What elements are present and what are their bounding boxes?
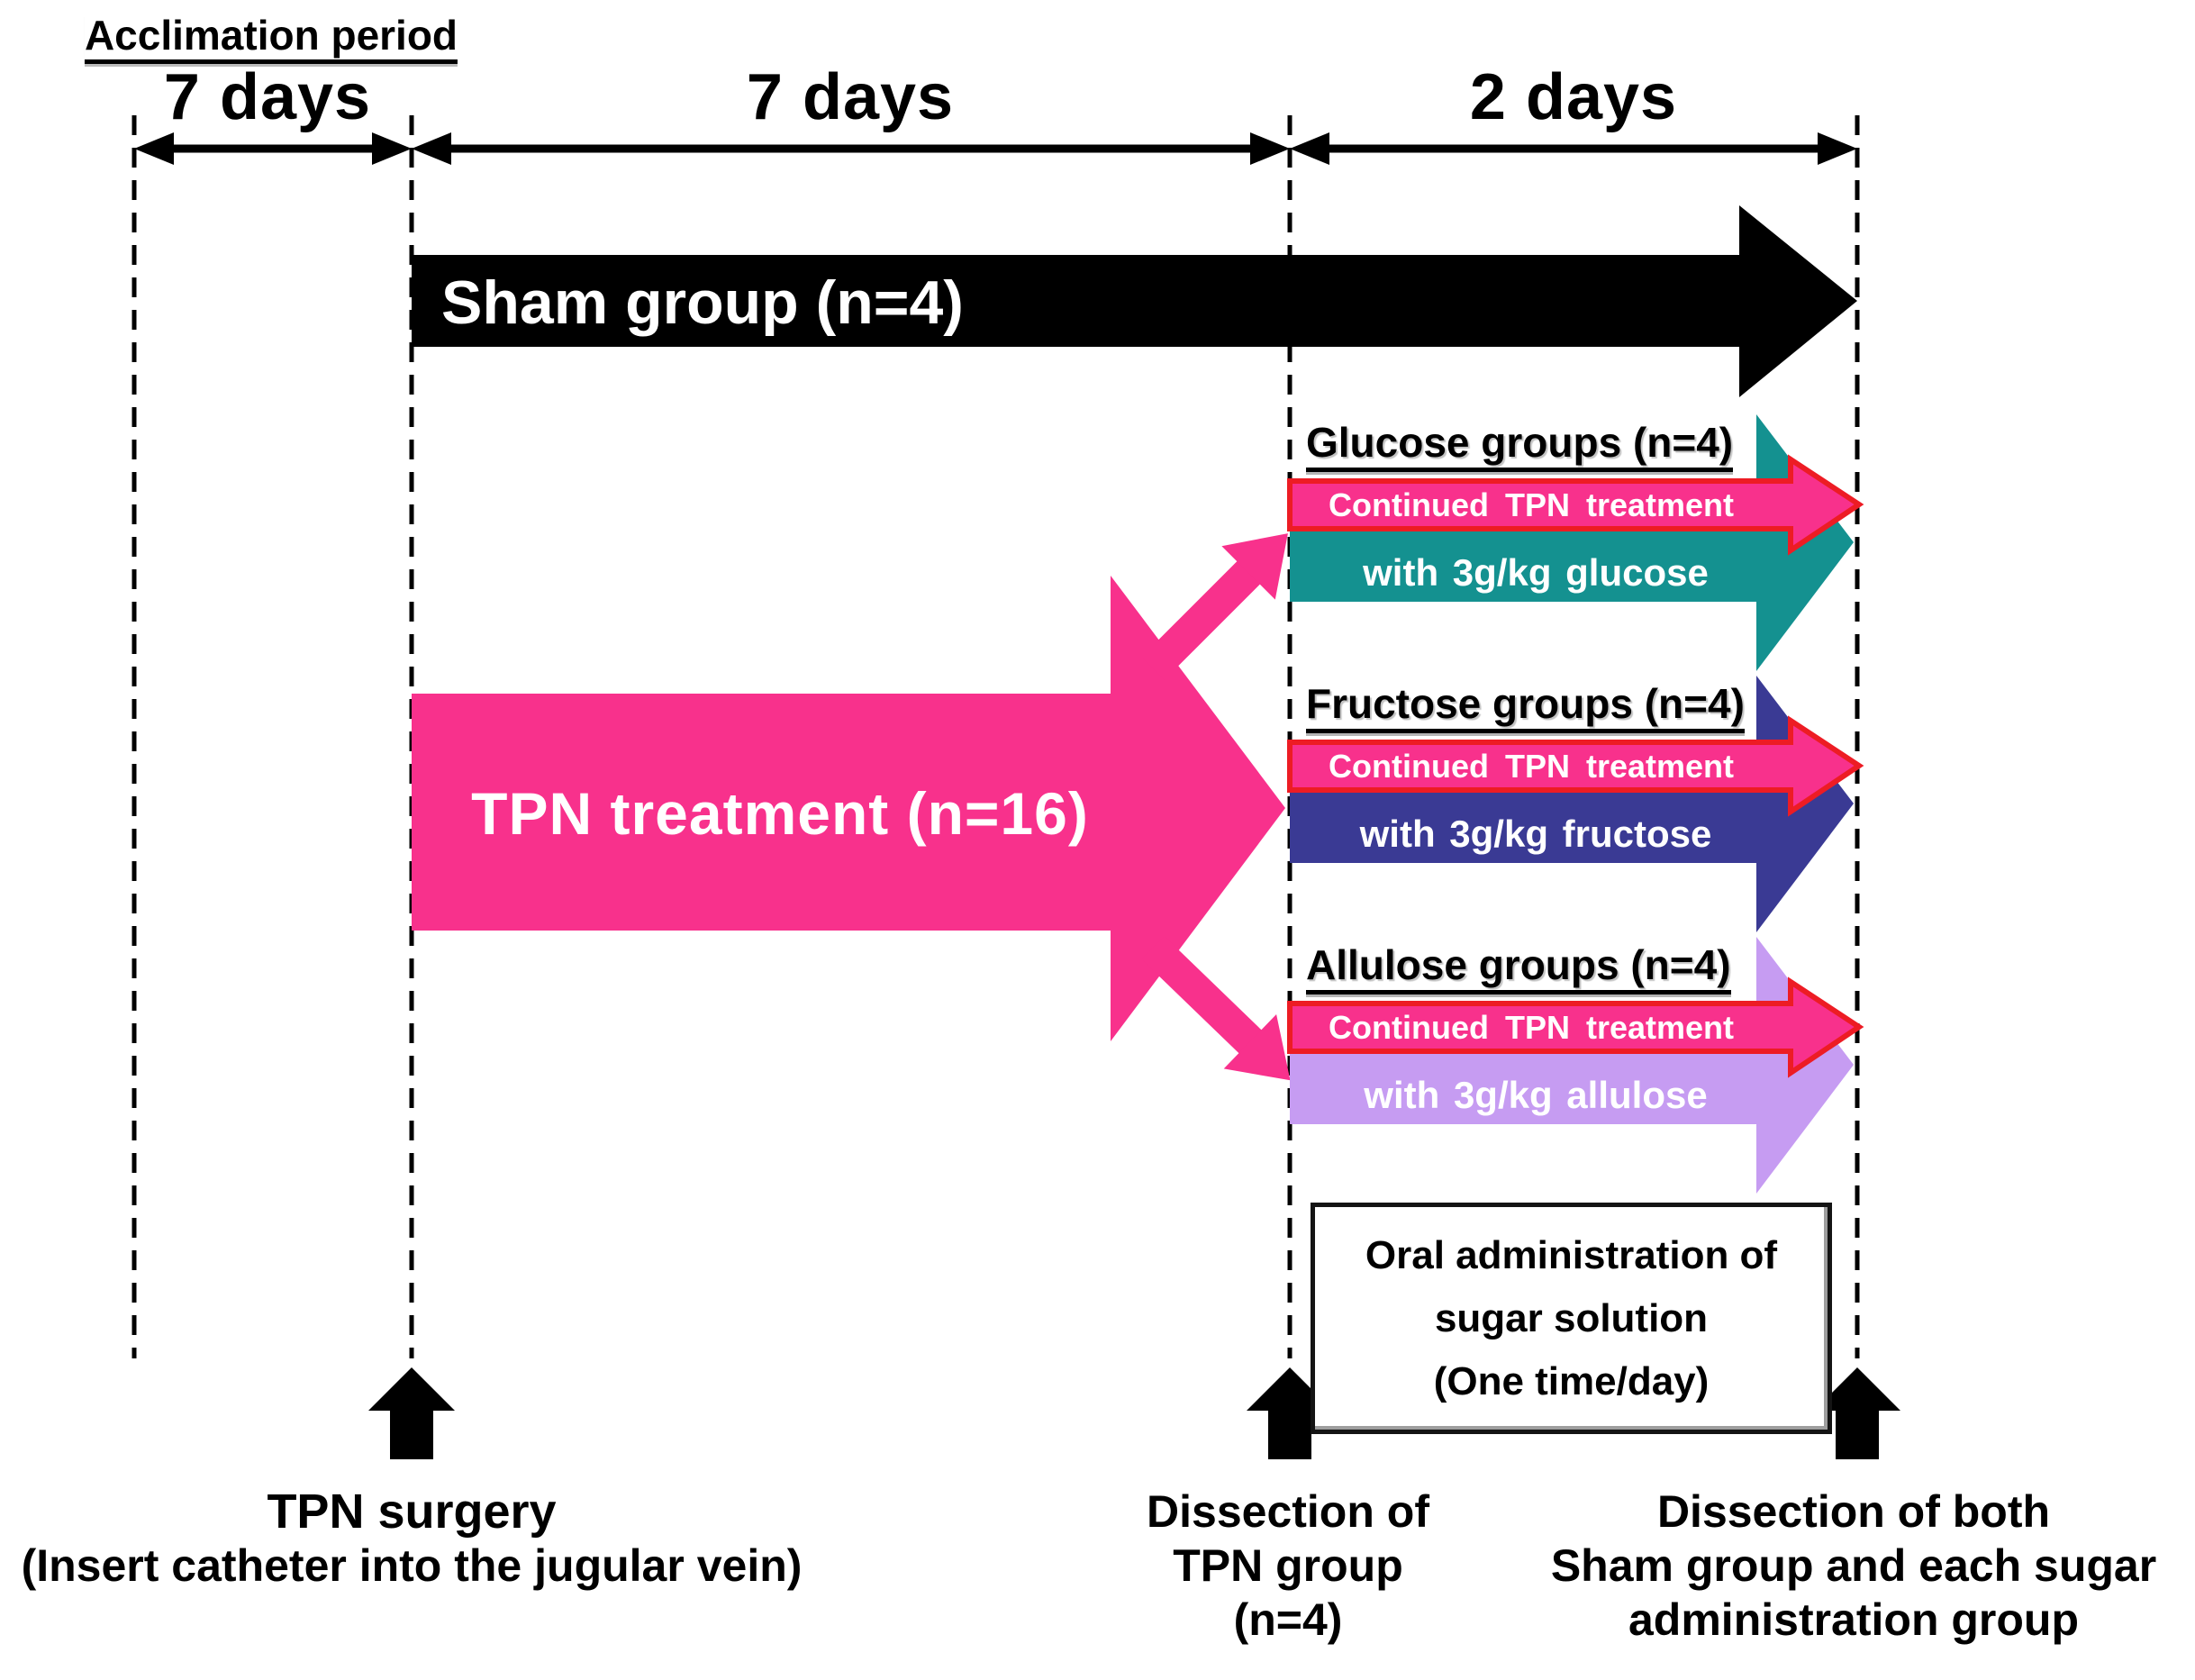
glucose-continued-tpn-label: Continued TPN treatment: [1328, 486, 1735, 523]
tpn-treatment-label: TPN treatment (n=16): [471, 780, 1089, 847]
oral-box-line2: sugar solution: [1434, 1295, 1709, 1340]
up-arrow-dissection-final: [1814, 1367, 1900, 1459]
up-arrow-tpn-surgery: [368, 1367, 455, 1459]
dissection-final-line3: administration group: [1628, 1594, 2079, 1645]
period-2-label: 7 days: [746, 61, 955, 133]
fructose-group-heading: Fructose groups (n=4): [1306, 683, 1745, 733]
glucose-with-label: with 3g/kg glucose: [1363, 551, 1709, 594]
dissection-tpn-line1: Dissection of: [1147, 1486, 1429, 1537]
event-tpn-surgery: TPN surgery (Insert catheter into the ju…: [22, 1485, 803, 1593]
oral-administration-box: Oral administration of sugar solution (O…: [1311, 1203, 1832, 1434]
dissection-tpn-line3: (n=4): [1233, 1594, 1343, 1645]
fructose-with-label: with 3g/kg fructose: [1359, 813, 1712, 855]
period-1-label: 7 days: [163, 61, 372, 133]
event-dissection-final: Dissection of both Sham group and each s…: [1551, 1485, 2156, 1647]
dissection-final-line2: Sham group and each sugar: [1550, 1540, 2157, 1591]
allulose-with-label: with 3g/kg allulose: [1364, 1074, 1708, 1116]
period-3-label: 2 days: [1469, 61, 1678, 133]
sham-group-arrow: [412, 205, 1857, 397]
branch-arrow-up: [1141, 533, 1288, 680]
oral-box-line3: (One time/day): [1433, 1358, 1710, 1403]
event-dissection-tpn: Dissection of TPN group (n=4): [1147, 1485, 1429, 1647]
tpn-surgery-subtitle: (Insert catheter into the jugular vein): [21, 1540, 803, 1591]
sham-group-label: Sham group (n=4): [441, 268, 964, 337]
allulose-arrow: [1290, 937, 1854, 1194]
tpn-surgery-title: TPN surgery: [267, 1485, 557, 1539]
dissection-final-line1: Dissection of both: [1656, 1486, 2051, 1537]
glucose-group-heading: Glucose groups (n=4): [1306, 422, 1734, 472]
continued-tpn-arrow-glucose: [1287, 454, 1864, 556]
event-up-arrows: [368, 1367, 1900, 1459]
continued-tpn-arrow-allulose: [1287, 976, 1864, 1078]
dissection-tpn-line2: TPN group: [1173, 1540, 1403, 1591]
oral-box-line1: Oral administration of: [1365, 1232, 1778, 1277]
continued-tpn-arrow-fructose: [1287, 715, 1864, 817]
allulose-group-heading: Allulose groups (n=4): [1306, 944, 1731, 994]
acclimation-period-label: Acclimation period: [84, 14, 458, 64]
branch-arrow-down: [1141, 936, 1291, 1081]
fructose-arrow: [1290, 676, 1854, 932]
allulose-continued-tpn-label: Continued TPN treatment: [1328, 1009, 1735, 1046]
tpn-treatment-arrow: [412, 576, 1285, 1041]
duration-arrows: [134, 132, 1857, 165]
fructose-continued-tpn-label: Continued TPN treatment: [1328, 748, 1735, 785]
glucose-arrow: [1290, 414, 1854, 671]
